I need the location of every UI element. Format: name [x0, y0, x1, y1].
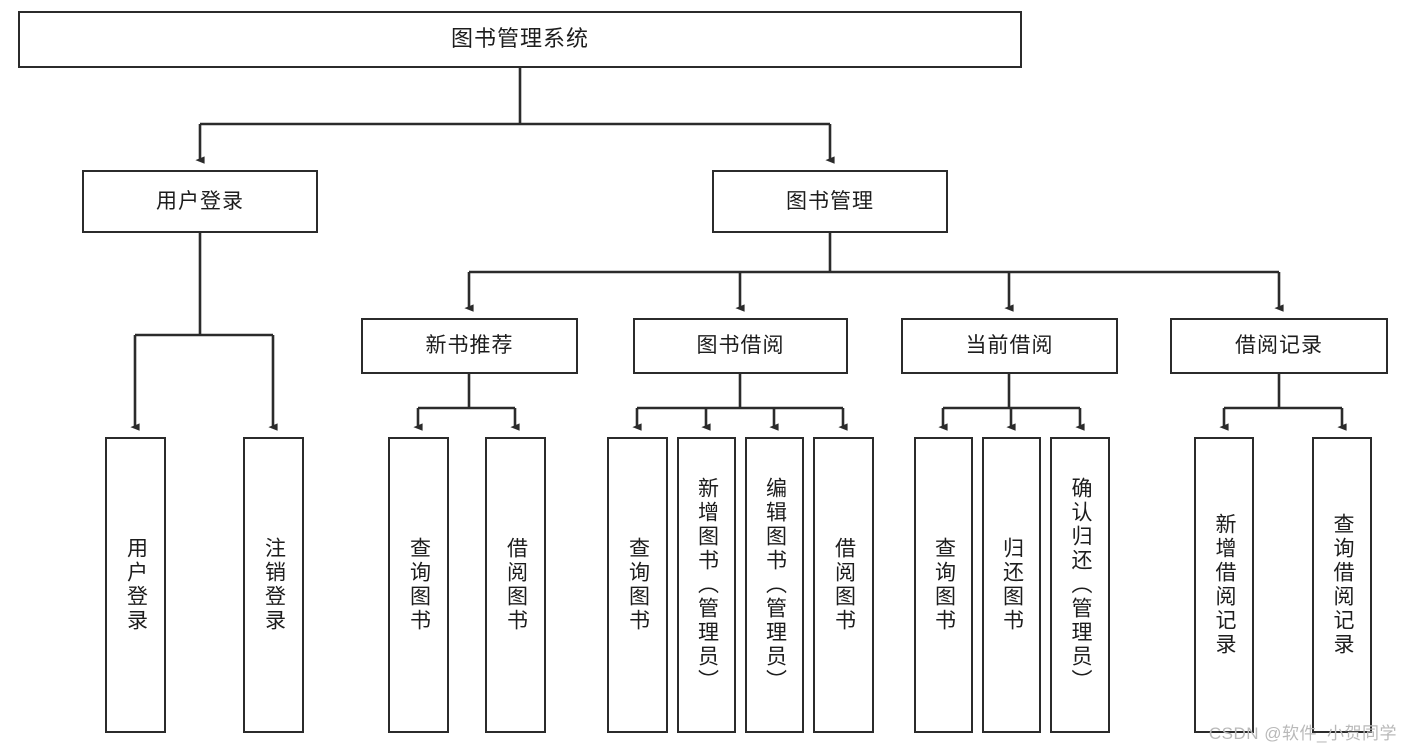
node-book-borrow-label: 图书借阅 [696, 334, 785, 358]
node-current-borrow-label: 当前借阅 [965, 334, 1054, 358]
node-book-borrow[interactable]: 图书借阅 [633, 318, 848, 374]
node-leaf-query-book-current[interactable]: 查询图书 [914, 437, 973, 733]
node-book-management[interactable]: 图书管理 [712, 170, 948, 233]
node-leaf-borrow-book-label: 借阅图书 [832, 537, 856, 633]
node-leaf-add-book-admin[interactable]: 新增图书（管理员） [677, 437, 736, 733]
node-leaf-edit-book-admin-label: 编辑图书（管理员） [763, 477, 787, 693]
node-leaf-return-book[interactable]: 归还图书 [982, 437, 1041, 733]
node-leaf-borrow-book[interactable]: 借阅图书 [813, 437, 874, 733]
csdn-watermark: CSDN @软件_小贺同学 [1208, 724, 1397, 743]
node-leaf-query-borrow-record[interactable]: 查询借阅记录 [1312, 437, 1372, 733]
node-leaf-query-borrow-record-label: 查询借阅记录 [1331, 513, 1355, 657]
node-root-label: 图书管理系统 [450, 26, 589, 52]
node-leaf-add-borrow-record-label: 新增借阅记录 [1213, 513, 1237, 657]
node-current-borrow[interactable]: 当前借阅 [901, 318, 1118, 374]
node-leaf-logout-login-label: 注销登录 [262, 537, 286, 633]
node-leaf-user-login[interactable]: 用户登录 [105, 437, 166, 733]
node-leaf-query-book-borrow[interactable]: 查询图书 [607, 437, 668, 733]
node-leaf-query-book-recommend-label: 查询图书 [407, 537, 431, 633]
node-leaf-borrow-book-recommend[interactable]: 借阅图书 [485, 437, 546, 733]
node-leaf-return-book-label: 归还图书 [1000, 537, 1024, 633]
node-leaf-confirm-return-admin-label: 确认归还（管理员） [1069, 477, 1093, 693]
node-leaf-borrow-book-recommend-label: 借阅图书 [504, 537, 528, 633]
node-leaf-query-book-borrow-label: 查询图书 [626, 537, 650, 633]
node-book-management-label: 图书管理 [786, 189, 874, 213]
node-new-book-recommend-label: 新书推荐 [425, 334, 514, 358]
node-root[interactable]: 图书管理系统 [18, 11, 1022, 68]
node-new-book-recommend[interactable]: 新书推荐 [361, 318, 578, 374]
node-user-login-label: 用户登录 [156, 189, 244, 213]
node-leaf-confirm-return-admin[interactable]: 确认归还（管理员） [1050, 437, 1110, 733]
node-leaf-logout-login[interactable]: 注销登录 [243, 437, 304, 733]
node-leaf-edit-book-admin[interactable]: 编辑图书（管理员） [745, 437, 804, 733]
node-borrow-record-label: 借阅记录 [1235, 334, 1323, 358]
node-borrow-record[interactable]: 借阅记录 [1170, 318, 1388, 374]
node-user-login[interactable]: 用户登录 [82, 170, 318, 233]
node-leaf-query-book-current-label: 查询图书 [932, 537, 956, 633]
node-leaf-add-borrow-record[interactable]: 新增借阅记录 [1194, 437, 1254, 733]
node-leaf-query-book-recommend[interactable]: 查询图书 [388, 437, 449, 733]
node-leaf-user-login-label: 用户登录 [124, 537, 148, 633]
node-leaf-add-book-admin-label: 新增图书（管理员） [695, 477, 719, 693]
